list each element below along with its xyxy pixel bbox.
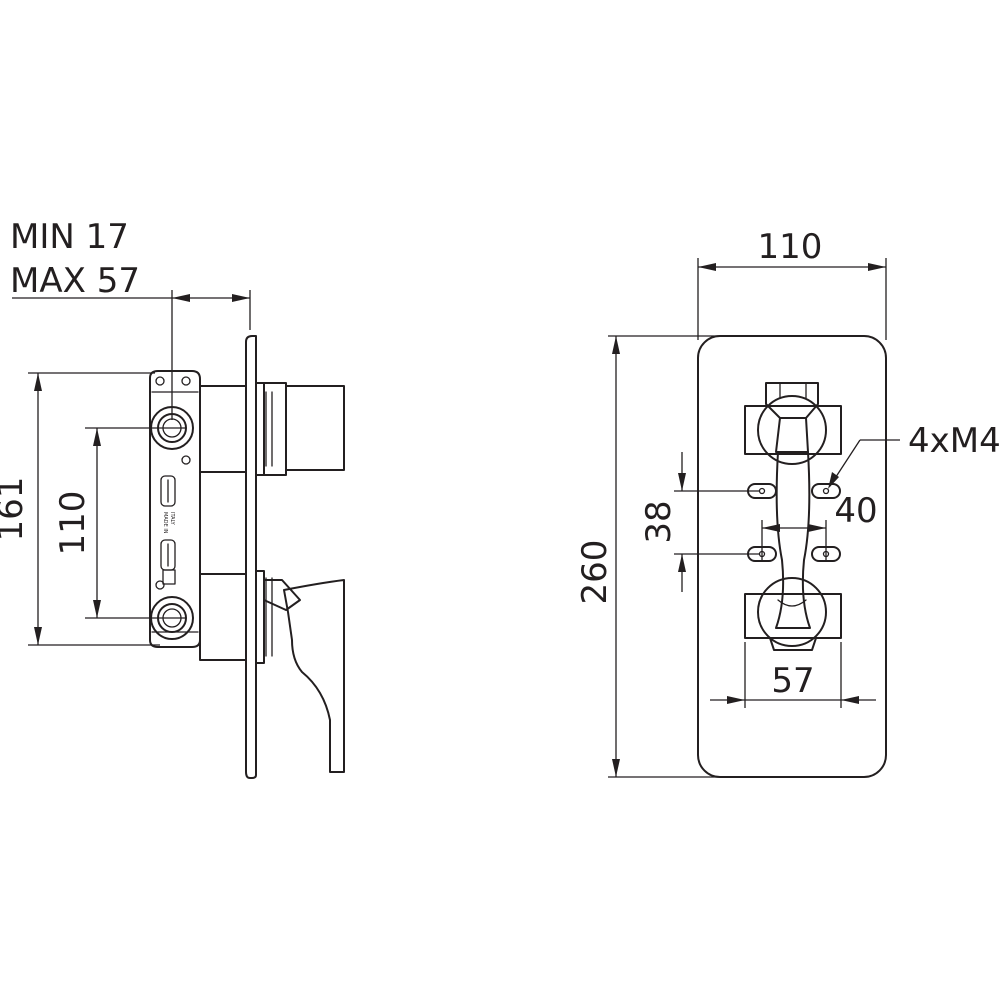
side-view: MIN 17 MAX 57 161 110 (0, 217, 345, 779)
stamp-italy: ITALY (169, 512, 175, 526)
screw-spec-label: 4xM4 (908, 421, 1000, 461)
height-110-dimension: 110 (53, 427, 185, 619)
wall-plate-side (245, 335, 257, 779)
plate-width-label: 110 (758, 227, 823, 267)
depth-min-label: MIN 17 (10, 217, 129, 257)
screw-slot-top-right (811, 483, 841, 499)
front-view: 110 260 (575, 227, 1000, 778)
lever-handle-arm (283, 579, 345, 773)
screw-horizontal-pitch-label: 40 (834, 491, 877, 531)
pitch-38-dimension: 38 (639, 452, 760, 592)
height-161-dimension: 161 (0, 372, 160, 646)
height-outer-label: 161 (0, 477, 31, 542)
plate-height-label: 260 (575, 540, 615, 605)
cover-plate (697, 335, 887, 778)
lever-handle (263, 579, 301, 611)
stamp-made-in: MADE IN (162, 512, 168, 534)
upper-inlet-outer (150, 406, 194, 450)
lower-inlet-outer (150, 596, 194, 640)
screw-vertical-pitch-label: 38 (639, 500, 679, 543)
screw-spec-callout: 4xM4 (828, 421, 1000, 489)
upper-cartridge-housing (199, 382, 345, 476)
height-inner-label: 110 (53, 491, 93, 556)
cartridge-width-label: 57 (771, 661, 814, 701)
lower-cartridge (744, 577, 842, 651)
height-260-dimension: 260 (575, 335, 720, 778)
cartridge-57-dimension: 57 (710, 642, 876, 708)
lower-cartridge-housing (199, 570, 273, 664)
depth-dimension: MIN 17 MAX 57 (10, 217, 251, 420)
mixer-body: MADE IN ITALY (149, 370, 201, 648)
width-110-dimension: 110 (697, 227, 887, 340)
depth-max-label: MAX 57 (10, 261, 140, 301)
pitch-40-dimension: 40 (761, 491, 878, 560)
upper-cartridge (744, 382, 842, 465)
